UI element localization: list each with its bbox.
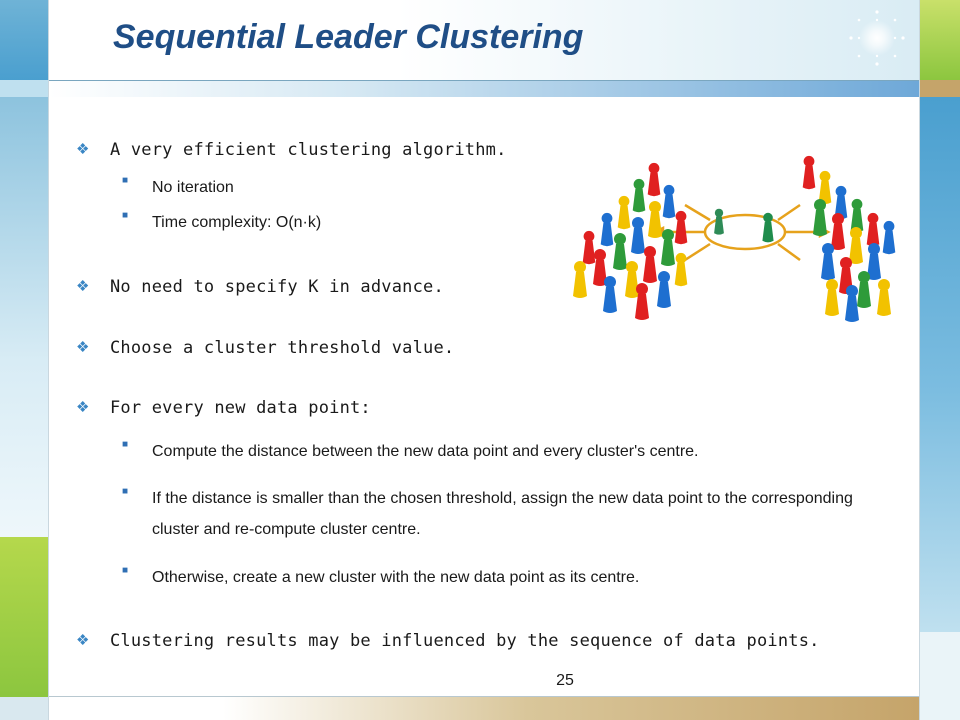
clustering-illustration (573, 155, 896, 322)
left-cluster (573, 162, 688, 320)
bullet-text: No need to specify K in advance. (110, 277, 444, 297)
right-green-block (920, 0, 960, 80)
bottom-bar (49, 697, 919, 720)
bullet-item: ❖ Choose a cluster threshold value. (76, 338, 454, 358)
star-bullet-icon: ❖ (76, 339, 90, 356)
square-bullet-icon: ■ (122, 565, 129, 576)
star-bullet-icon: ❖ (76, 632, 90, 649)
bullet-item: ❖ Clustering results may be influenced b… (76, 631, 820, 651)
right-blue-panel (920, 97, 960, 632)
bullet-text: Clustering results may be influenced by … (110, 631, 820, 651)
sub-bullet-text: Compute the distance between the new dat… (152, 443, 699, 460)
sub-bullet-text: Time complexity: O(n·k) (152, 214, 322, 231)
bullet-text: For every new data point: (110, 398, 371, 418)
bullet-text: A very efficient clustering algorithm. (110, 140, 507, 160)
bullet-item: ❖ A very efficient clustering algorithm. (76, 140, 507, 160)
left-green-block (0, 537, 48, 697)
square-bullet-icon: ■ (122, 486, 129, 497)
left-bottom-block (0, 697, 48, 720)
right-cluster (802, 155, 896, 322)
sub-bullet-item: ■ Compute the distance between the new d… (122, 436, 902, 467)
right-bottom-block (920, 632, 960, 720)
sub-bullet-item: ■ Otherwise, create a new cluster with t… (122, 562, 902, 593)
sub-bullet-item: ■ If the distance is smaller than the ch… (122, 483, 902, 545)
slide-title: Sequential Leader Clustering (113, 18, 584, 56)
sub-bullet-item: ■ No iteration (122, 172, 234, 203)
bottom-rule (49, 696, 919, 697)
sub-bullet-text: Otherwise, create a new cluster with the… (152, 569, 640, 586)
bullet-item: ❖ For every new data point: (76, 398, 371, 418)
page-number: 25 (556, 672, 574, 689)
left-divider (48, 0, 49, 720)
left-band (0, 80, 48, 97)
header-strip (49, 81, 919, 97)
left-top-block (0, 0, 48, 80)
center-piece (762, 212, 774, 243)
right-tan-band (920, 80, 960, 97)
star-bullet-icon: ❖ (76, 141, 90, 158)
right-divider (919, 0, 920, 720)
sub-bullet-item: ■ Time complexity: O(n·k) (122, 207, 321, 238)
sub-bullet-text: If the distance is smaller than the chos… (152, 490, 853, 538)
square-bullet-icon: ■ (122, 210, 129, 221)
sub-bullet-text: No iteration (152, 179, 234, 196)
star-bullet-icon: ❖ (76, 399, 90, 416)
square-bullet-icon: ■ (122, 439, 129, 450)
title-rule (49, 80, 919, 81)
star-bullet-icon: ❖ (76, 278, 90, 295)
bullet-item: ❖ No need to specify K in advance. (76, 277, 444, 297)
title-background (49, 0, 919, 80)
bullet-text: Choose a cluster threshold value. (110, 338, 455, 358)
sparkle-icon (849, 10, 905, 66)
center-piece (714, 208, 724, 235)
left-panel (0, 97, 48, 537)
square-bullet-icon: ■ (122, 175, 129, 186)
